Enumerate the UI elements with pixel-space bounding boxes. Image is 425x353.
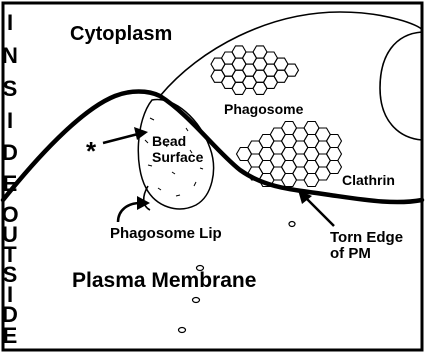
clathrin-hexagon	[327, 135, 342, 148]
phagosome-outline	[160, 12, 422, 96]
clathrin-label: Clathrin	[342, 172, 395, 188]
torn-edge-label-1: Torn Edge	[330, 229, 403, 246]
clathrin-hexagon	[285, 64, 299, 76]
particle	[289, 222, 295, 227]
outside-label: O U T S I D E	[1, 202, 18, 348]
particle	[179, 328, 186, 333]
phagosome-lip-label: Phagosome Lip	[110, 225, 222, 242]
asterisk-marker: *	[86, 136, 97, 166]
plasma-membrane-label: Plasma Membrane	[72, 269, 256, 292]
inside-letter: D	[2, 140, 18, 165]
inside-letter: I	[7, 10, 13, 35]
phagosome-label: Phagosome	[224, 101, 304, 117]
phagosome-lip-curve	[144, 186, 150, 210]
inside-letter: N	[2, 43, 18, 68]
bead-surface-label-2: Surface	[152, 149, 204, 165]
inside-letter: S	[3, 76, 18, 101]
outside-letter: E	[3, 323, 18, 348]
particle	[193, 298, 200, 303]
cytoplasm-label: Cytoplasm	[70, 23, 172, 45]
inside-letter: I	[7, 108, 13, 133]
clathrin-hexagon	[327, 161, 342, 174]
phagosome-lip-arrow	[118, 196, 150, 222]
asterisk-arrow	[103, 127, 148, 143]
phagosome-inner-edge	[380, 32, 422, 140]
torn-edge-label-2: of PM	[330, 245, 371, 262]
bead-surface-label-1: Bead	[152, 133, 186, 149]
clathrin-lattice-upper	[211, 46, 299, 95]
clathrin-hexagon	[327, 148, 342, 161]
